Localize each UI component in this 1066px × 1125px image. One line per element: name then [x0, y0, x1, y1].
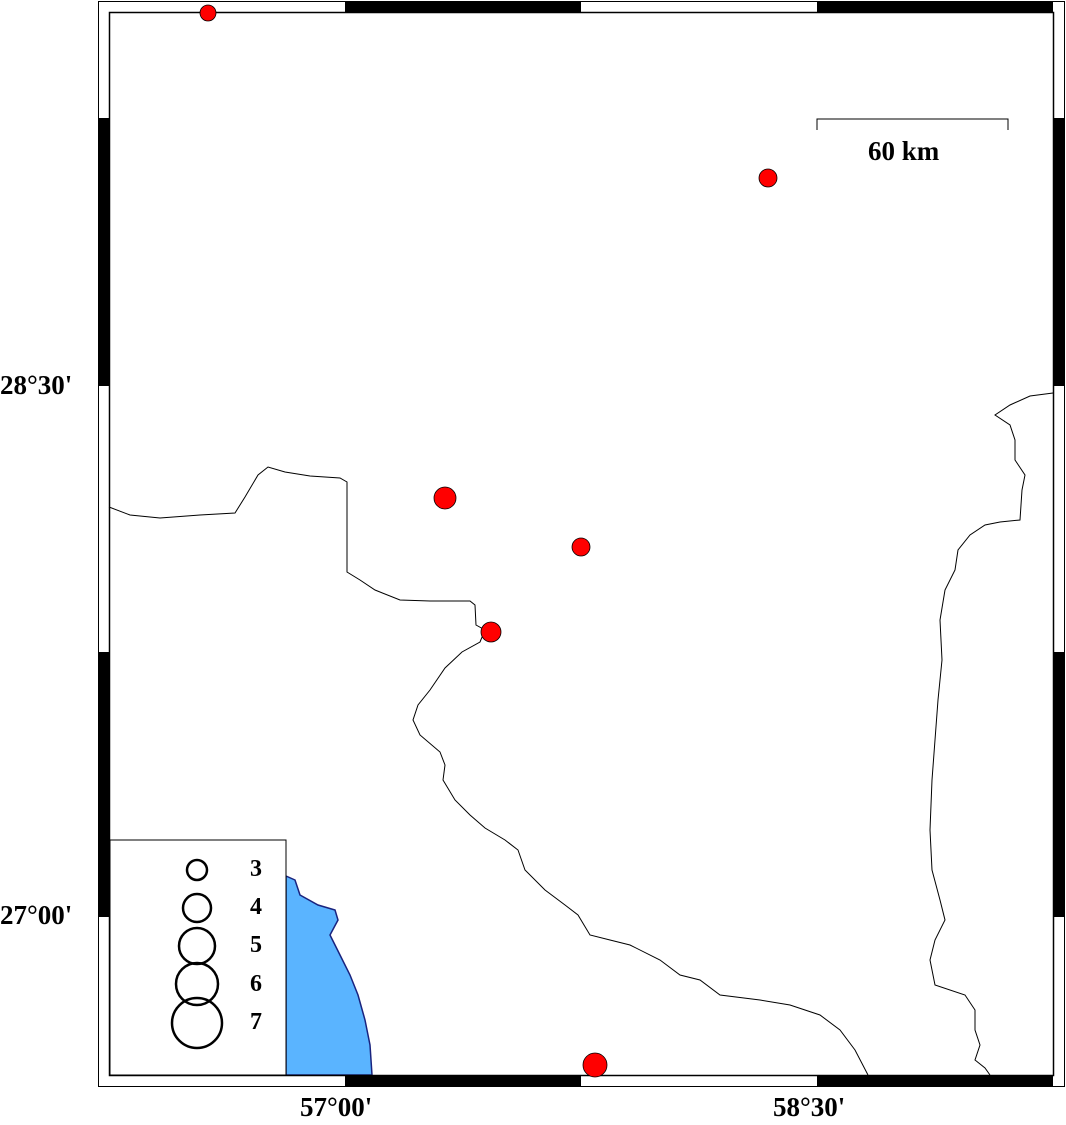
- legend-label: 5: [250, 932, 262, 958]
- earthquake-events: [199, 4, 778, 1078]
- event-marker[interactable]: [480, 621, 502, 643]
- event-marker[interactable]: [571, 537, 591, 557]
- event-marker[interactable]: [199, 4, 217, 22]
- scale-bar-label: 60 km: [868, 136, 940, 166]
- event-marker[interactable]: [758, 168, 778, 188]
- province-border: [108, 466, 869, 1076]
- sea-area: [285, 874, 373, 1076]
- y-tick-label: 28°30': [0, 370, 73, 400]
- x-tick-label: 58°30': [773, 1092, 846, 1122]
- legend-symbols: [170, 858, 224, 1050]
- frame-ticks: [99, 2, 1064, 1086]
- event-marker[interactable]: [433, 486, 457, 510]
- province-border-east: [929, 392, 1054, 1076]
- legend-label: 3: [250, 856, 262, 882]
- x-tick-label: 57°00': [300, 1092, 373, 1122]
- event-marker[interactable]: [582, 1052, 608, 1078]
- y-tick-label: 27°00': [0, 900, 73, 930]
- legend-label: 6: [250, 971, 262, 997]
- legend-label: 4: [250, 894, 262, 920]
- scale-bar: [816, 118, 1009, 130]
- legend-label: 7: [250, 1009, 262, 1035]
